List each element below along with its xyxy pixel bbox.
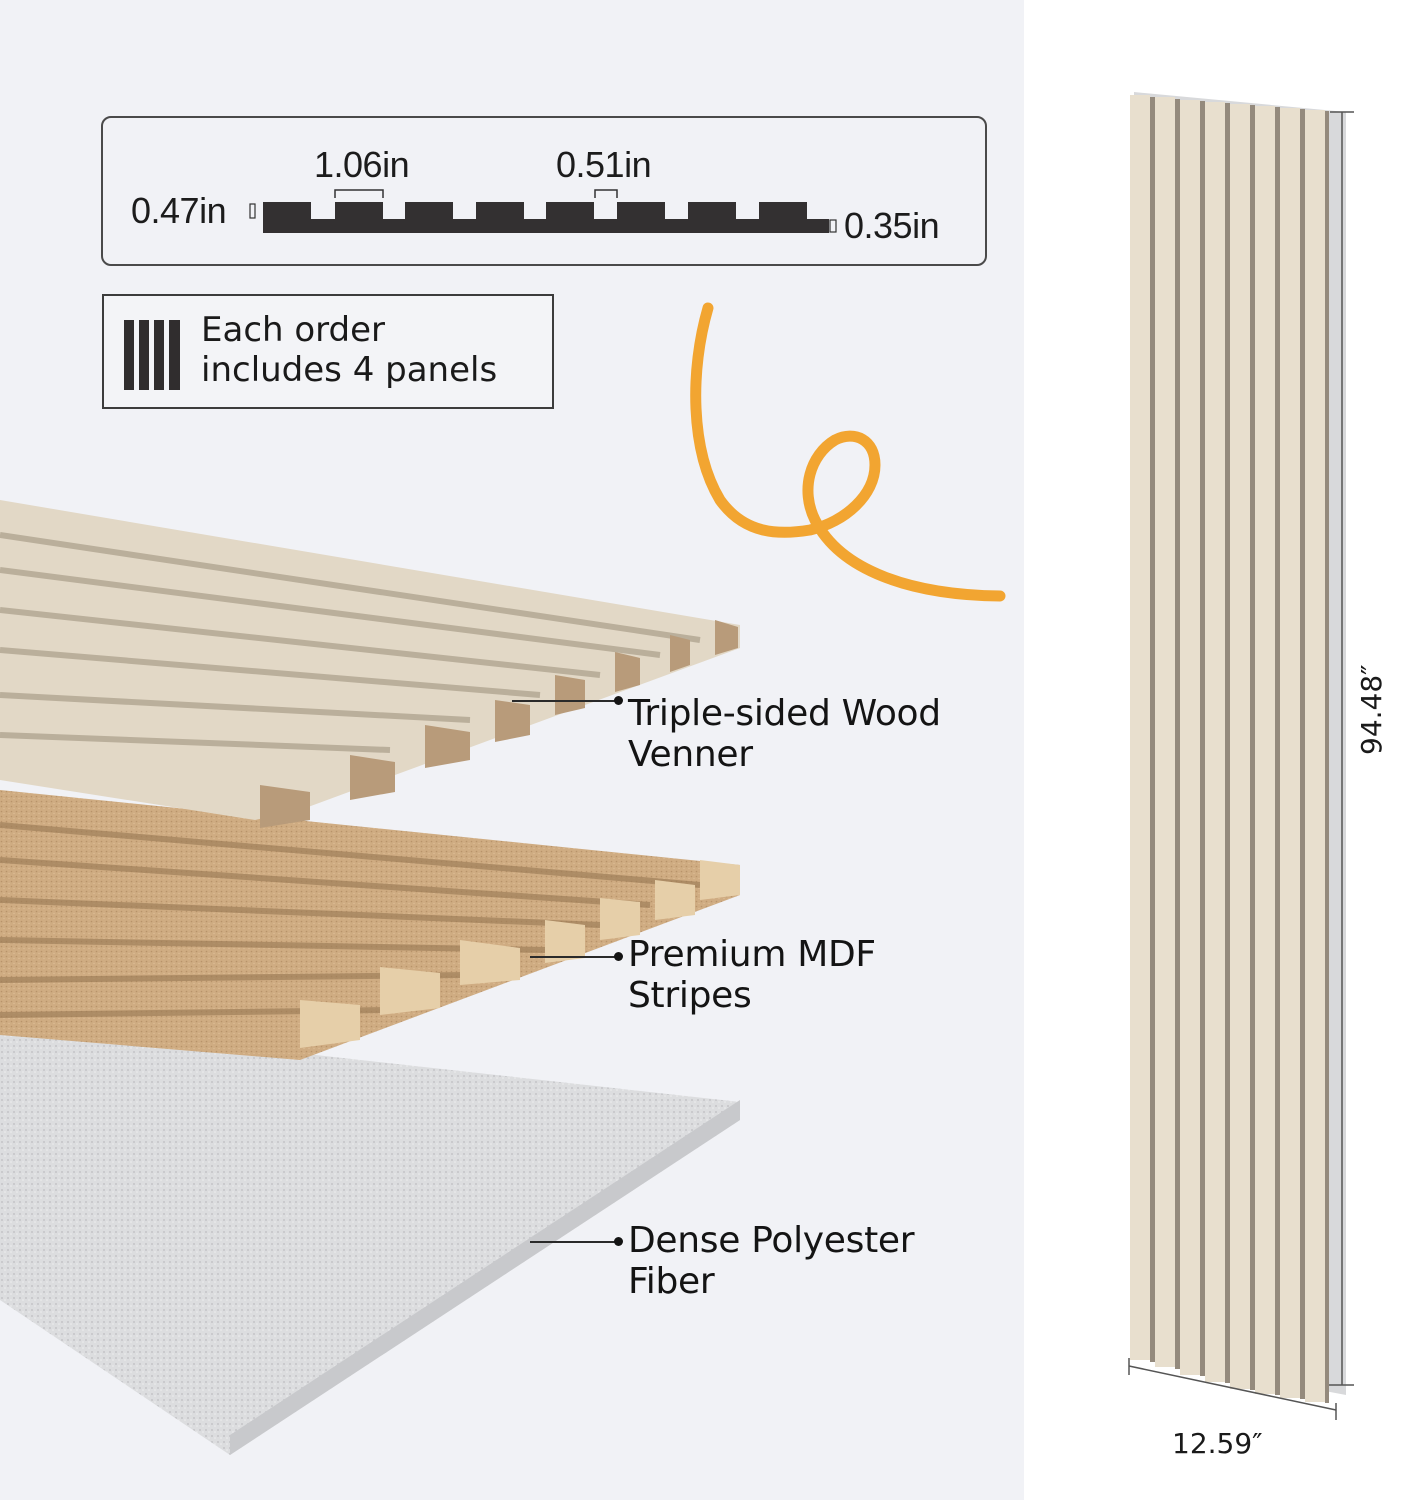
mdf-callout-line2: Stripes (628, 975, 752, 1016)
felt-callout-line2: Fiber (628, 1261, 715, 1302)
veneer-callout: Triple-sided Wood Venner (628, 693, 941, 775)
gap-width-label: 0.51in (556, 144, 652, 185)
profile-cross-section-icon (249, 189, 837, 233)
mdf-leader-line (530, 956, 616, 958)
four-panels-icon (124, 320, 180, 390)
total-thickness-label: 0.47in (131, 190, 227, 231)
package-info-box: Each order includes 4 panels (102, 294, 554, 409)
felt-callout-dot (614, 1237, 623, 1246)
mdf-callout: Premium MDF Stripes (628, 934, 876, 1016)
felt-callout: Dense Polyester Fiber (628, 1220, 915, 1302)
backing-thickness-label: 0.35in (844, 205, 940, 246)
mdf-callout-dot (614, 952, 623, 961)
package-info-text: Each order includes 4 panels (201, 310, 497, 390)
full-panel-illustration (1128, 92, 1354, 1420)
panel-height-label: 94.48″ (1355, 664, 1388, 755)
felt-callout-line1: Dense Polyester (628, 1220, 915, 1261)
veneer-layer (0, 500, 740, 828)
veneer-callout-line1: Triple-sided Wood (628, 693, 941, 734)
mdf-callout-line1: Premium MDF (628, 934, 876, 975)
veneer-leader-line (512, 700, 616, 702)
package-info-line1: Each order (201, 310, 386, 350)
decorative-swirl-icon (690, 302, 1006, 602)
package-info-line2: includes 4 panels (201, 350, 498, 390)
felt-layer (0, 1020, 740, 1455)
layer-exploded-illustration (0, 500, 740, 1455)
mdf-layer (0, 790, 740, 1060)
profile-dimensions-box (101, 116, 987, 266)
panel-width-label: 12.59″ (1172, 1427, 1263, 1460)
felt-leader-line (530, 1241, 616, 1243)
veneer-callout-line2: Venner (628, 734, 753, 775)
veneer-callout-dot (614, 696, 623, 705)
slat-width-label: 1.06in (314, 144, 410, 185)
